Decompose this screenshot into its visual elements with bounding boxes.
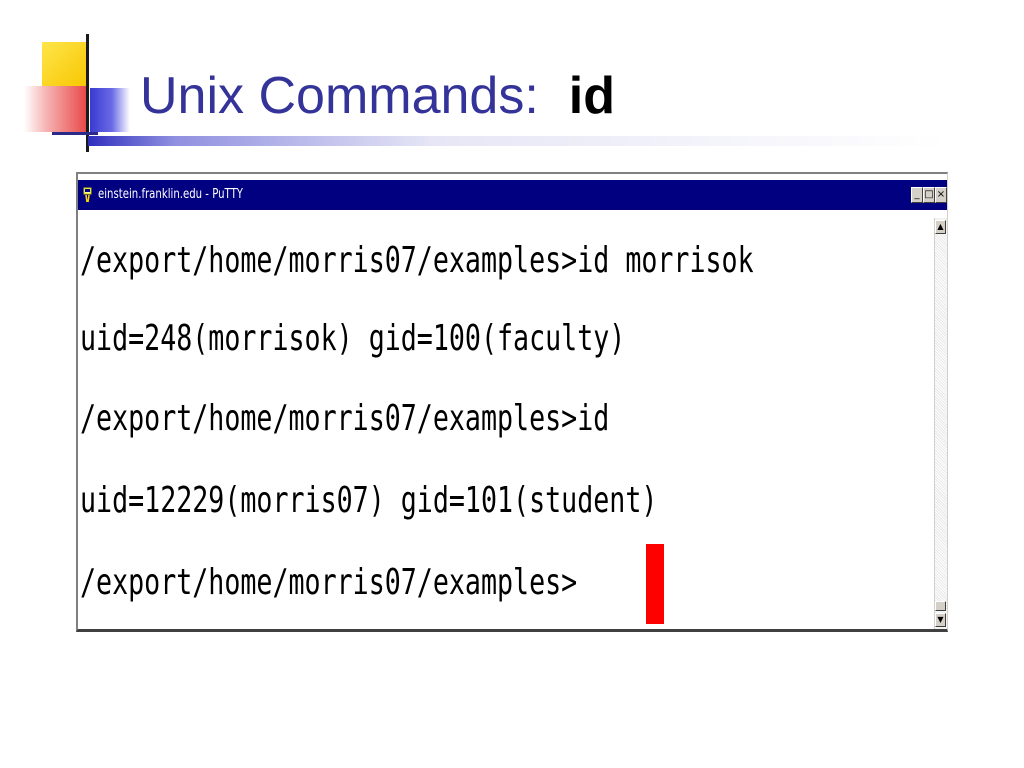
vertical-scrollbar[interactable]: ▲ ▼	[934, 218, 947, 629]
decoration-blue-square	[90, 88, 130, 132]
decoration-vertical-line	[86, 34, 89, 152]
minimize-button[interactable]: _	[911, 187, 923, 203]
window-titlebar[interactable]: einstein.franklin.edu - PuTTY _ □ ×	[78, 174, 947, 212]
scrollbar-thumb[interactable]	[935, 601, 946, 611]
scroll-down-arrow-icon[interactable]: ▼	[935, 613, 946, 627]
terminal-line: /export/home/morris07/examples>	[80, 562, 578, 603]
maximize-button[interactable]: □	[923, 187, 935, 203]
slide-title-text: Unix Commands:	[140, 67, 539, 125]
slide-title: Unix Commands: id	[140, 60, 615, 132]
terminal-line: /export/home/morris07/examples>id morris…	[80, 240, 754, 281]
title-underline	[88, 136, 948, 146]
terminal-area[interactable]: /export/home/morris07/examples>id morris…	[78, 218, 935, 629]
window-titlebar-bar[interactable]: einstein.franklin.edu - PuTTY _ □ ×	[78, 178, 947, 212]
decoration-horizontal-line	[52, 132, 98, 135]
decoration-red-square	[24, 86, 88, 132]
putty-icon	[83, 187, 92, 203]
terminal-line: uid=12229(morris07) gid=101(student)	[80, 480, 658, 521]
slide-title-command: id	[568, 67, 616, 125]
decoration-yellow-square	[42, 42, 88, 88]
terminal-line: /export/home/morris07/examples>id	[80, 398, 610, 439]
terminal-line: uid=248(morrisok) gid=100(faculty)	[80, 318, 626, 359]
slide-decoration	[0, 0, 140, 160]
putty-window[interactable]: einstein.franklin.edu - PuTTY _ □ × /exp…	[76, 172, 948, 632]
text-cursor	[646, 544, 664, 624]
window-title: einstein.franklin.edu - PuTTY	[98, 187, 243, 202]
scroll-up-arrow-icon[interactable]: ▲	[935, 220, 946, 234]
close-button[interactable]: ×	[935, 187, 947, 203]
